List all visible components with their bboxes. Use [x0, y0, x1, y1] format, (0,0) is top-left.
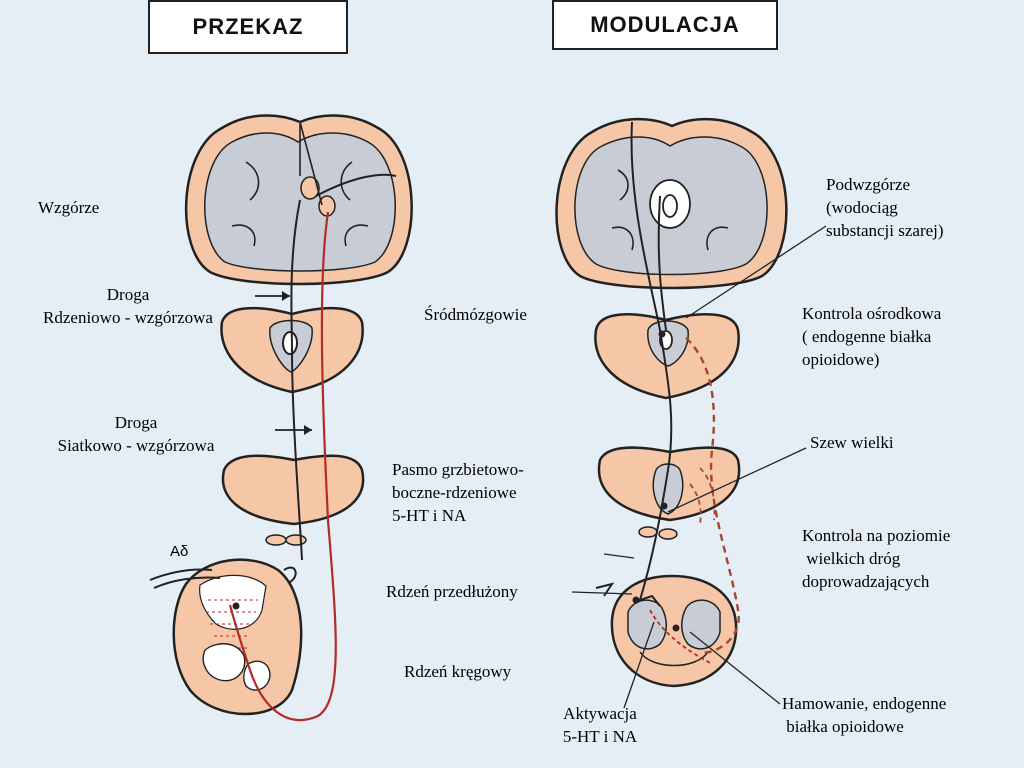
label-line: boczne-rdzeniowe — [392, 483, 517, 502]
label-line: Hamowanie, endogenne — [782, 694, 947, 713]
label-rdzen-przedluzony: Rdzeń przedłużony — [386, 582, 518, 601]
right-midbrain — [594, 313, 740, 400]
right-brain — [555, 117, 788, 290]
header-modulacja: MODULACJA — [552, 0, 778, 50]
left-pathways — [228, 121, 397, 722]
label-podwzgorze: Podwzgórze (wodociąg substancji szarej) — [826, 173, 944, 242]
label-line: Kontrola ośrodkowa — [802, 304, 942, 323]
label-wzgorze: Wzgórze — [38, 198, 100, 217]
label-line: ( endogenne białka — [802, 327, 932, 346]
label-kontrola-osrodkowa: Kontrola ośrodkowa ( endogenne białka op… — [802, 302, 941, 371]
label-line: Droga — [114, 413, 158, 432]
label-line: 5-HT i NA — [562, 727, 638, 746]
label-droga-rdzeniowo-wzgorzowa: Droga Rdzeniowo - wzgórzowa — [10, 283, 246, 329]
label-kontrola-poziom: Kontrola na poziomie wielkich dróg dopro… — [802, 524, 950, 593]
header-przekaz: PRZEKAZ — [148, 0, 348, 54]
label-hamowanie: Hamowanie, endogenne białka opioidowe — [782, 692, 946, 738]
label-line: Droga — [106, 285, 150, 304]
label-rdzen-kregowy: Rdzeń kręgowy — [404, 662, 512, 681]
inset-mark-a-delta: Aδ — [170, 543, 189, 560]
left-medulla — [221, 454, 365, 546]
label-line: białka opioidowe — [782, 717, 904, 736]
label-line: Podwzgórze — [826, 175, 911, 194]
label-szew-wielki: Szew wielki — [810, 433, 894, 452]
right-spinal-cord — [610, 574, 738, 688]
right-pathways — [595, 121, 740, 665]
pointer-lines — [571, 225, 827, 709]
label-line: Rdzeniowo - wzgórzowa — [43, 308, 213, 327]
label-aktywacja: Aktywacja 5-HT i NA — [530, 702, 670, 748]
label-line: 5-HT i NA — [392, 506, 467, 525]
label-line: wielkich dróg — [802, 549, 901, 568]
label-line: doprowadzających — [802, 572, 930, 591]
label-line: opioidowe) — [802, 350, 880, 369]
label-line: Aktywacja — [563, 704, 637, 723]
label-line: substancji szarej) — [826, 221, 944, 240]
label-srodmozgowie: Śródmózgowie — [424, 305, 527, 324]
left-spinal-inset — [149, 558, 303, 716]
label-droga-siatkowo-wzgorzowa: Droga Siatkowo - wzgórzowa — [26, 411, 246, 457]
label-line: Pasmo grzbietowo- — [392, 460, 524, 479]
label-line: Kontrola na poziomie — [802, 526, 951, 545]
label-line: Siatkowo - wzgórzowa — [57, 436, 215, 455]
left-brain — [184, 114, 413, 286]
label-pasmo: Pasmo grzbietowo- boczne-rdzeniowe 5-HT … — [392, 458, 524, 527]
label-line: (wodociąg — [826, 198, 898, 217]
right-medulla — [597, 446, 741, 540]
